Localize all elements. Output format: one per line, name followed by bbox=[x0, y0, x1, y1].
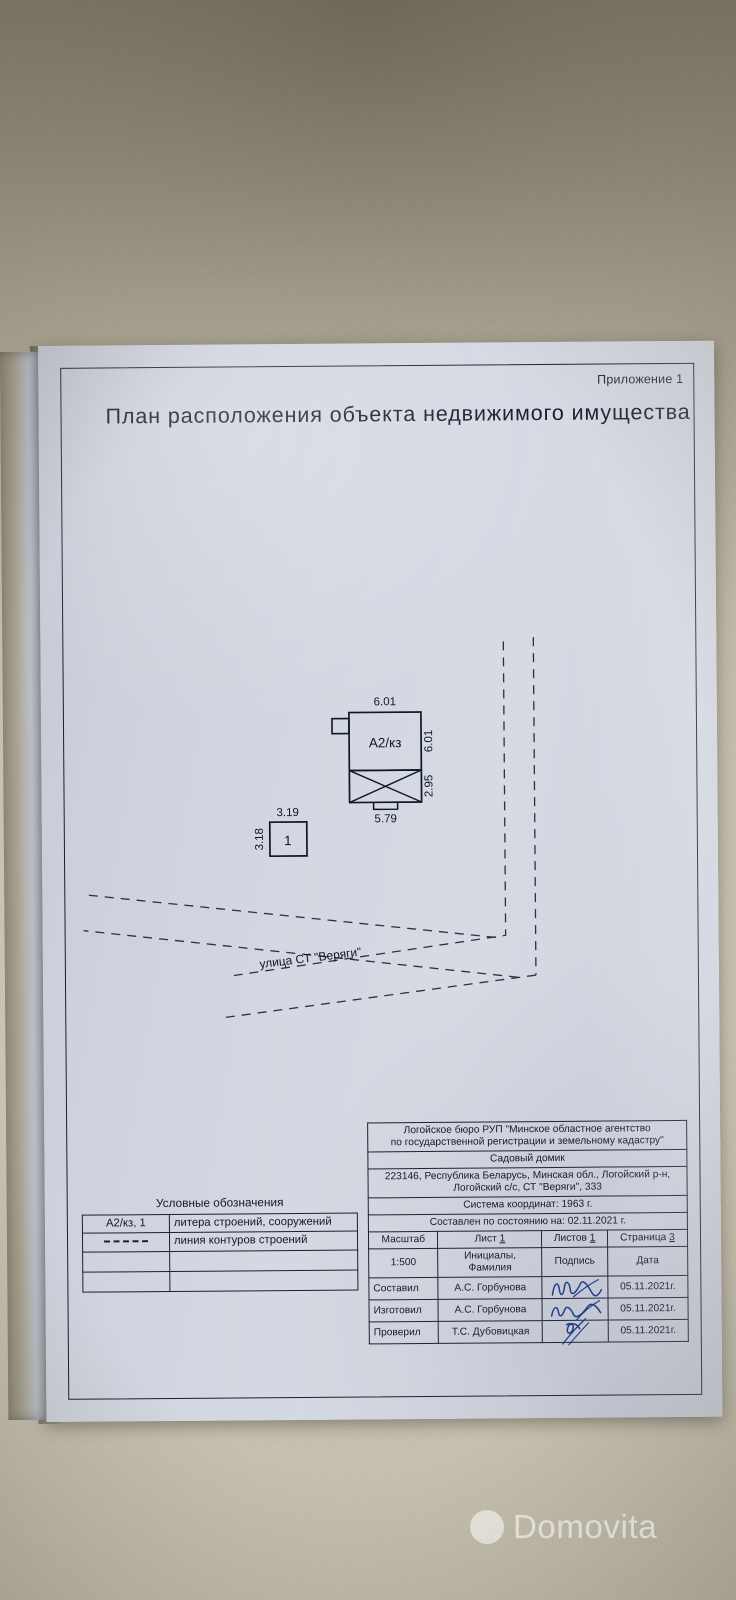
title-block: Логойское бюро РУП "Минское областное аг… bbox=[367, 1120, 689, 1346]
veranda-cross bbox=[349, 769, 422, 804]
dimension-veranda-right: 2.95 bbox=[423, 775, 435, 797]
watermark-logo-icon bbox=[470, 1510, 504, 1544]
veranda-outline bbox=[348, 769, 423, 804]
porch-outline bbox=[331, 717, 350, 735]
watermark: Domovita bbox=[470, 1508, 657, 1546]
boundary-inner-vertical bbox=[233, 641, 507, 977]
plan-drawing: улица СТ "Веряги" 6.01 6.01 2.95 5.79 А2… bbox=[61, 364, 699, 1159]
street-edge-upper bbox=[83, 894, 496, 939]
signature-icon bbox=[550, 1299, 601, 1321]
title-block-table: Логойское бюро РУП "Минское областное аг… bbox=[367, 1120, 689, 1346]
boundary-outer-vertical bbox=[532, 637, 537, 976]
drawing-frame: Приложение 1 План расположения объекта н… bbox=[60, 362, 703, 1400]
dimension-out-left: 3.18 bbox=[254, 828, 266, 850]
signature-cell bbox=[542, 1317, 609, 1346]
signature-icon bbox=[561, 1317, 589, 1346]
signature-cell bbox=[542, 1298, 609, 1321]
outbuilding-letter: 1 bbox=[284, 833, 292, 848]
watermark-text: Domovita bbox=[513, 1508, 658, 1545]
signature-cell bbox=[542, 1276, 608, 1299]
table-row: Проверил Т.С. Дубовицкая 05.11.2021г. bbox=[369, 1317, 689, 1346]
dimension-veranda-bottom: 5.79 bbox=[374, 813, 396, 825]
table-row: Изготовил А.С. Горбунова 05.11.2021г. bbox=[369, 1297, 689, 1323]
street-edge-lower bbox=[83, 930, 519, 978]
signature-icon bbox=[551, 1278, 602, 1298]
entrance-step bbox=[372, 802, 399, 811]
boundary-outer-street bbox=[224, 974, 537, 1019]
document-sheet: Приложение 1 План расположения объекта н… bbox=[38, 340, 723, 1422]
dimension-out-top: 3.19 bbox=[276, 807, 298, 819]
table-row: Составил А.С. Горбунова 05.11.2021г. bbox=[368, 1275, 688, 1301]
dimension-main-top: 6.01 bbox=[374, 696, 396, 708]
dimension-main-right: 6.01 bbox=[423, 730, 435, 752]
outbuilding-outline bbox=[268, 821, 308, 858]
main-building-letter: А2/кз bbox=[369, 735, 402, 750]
